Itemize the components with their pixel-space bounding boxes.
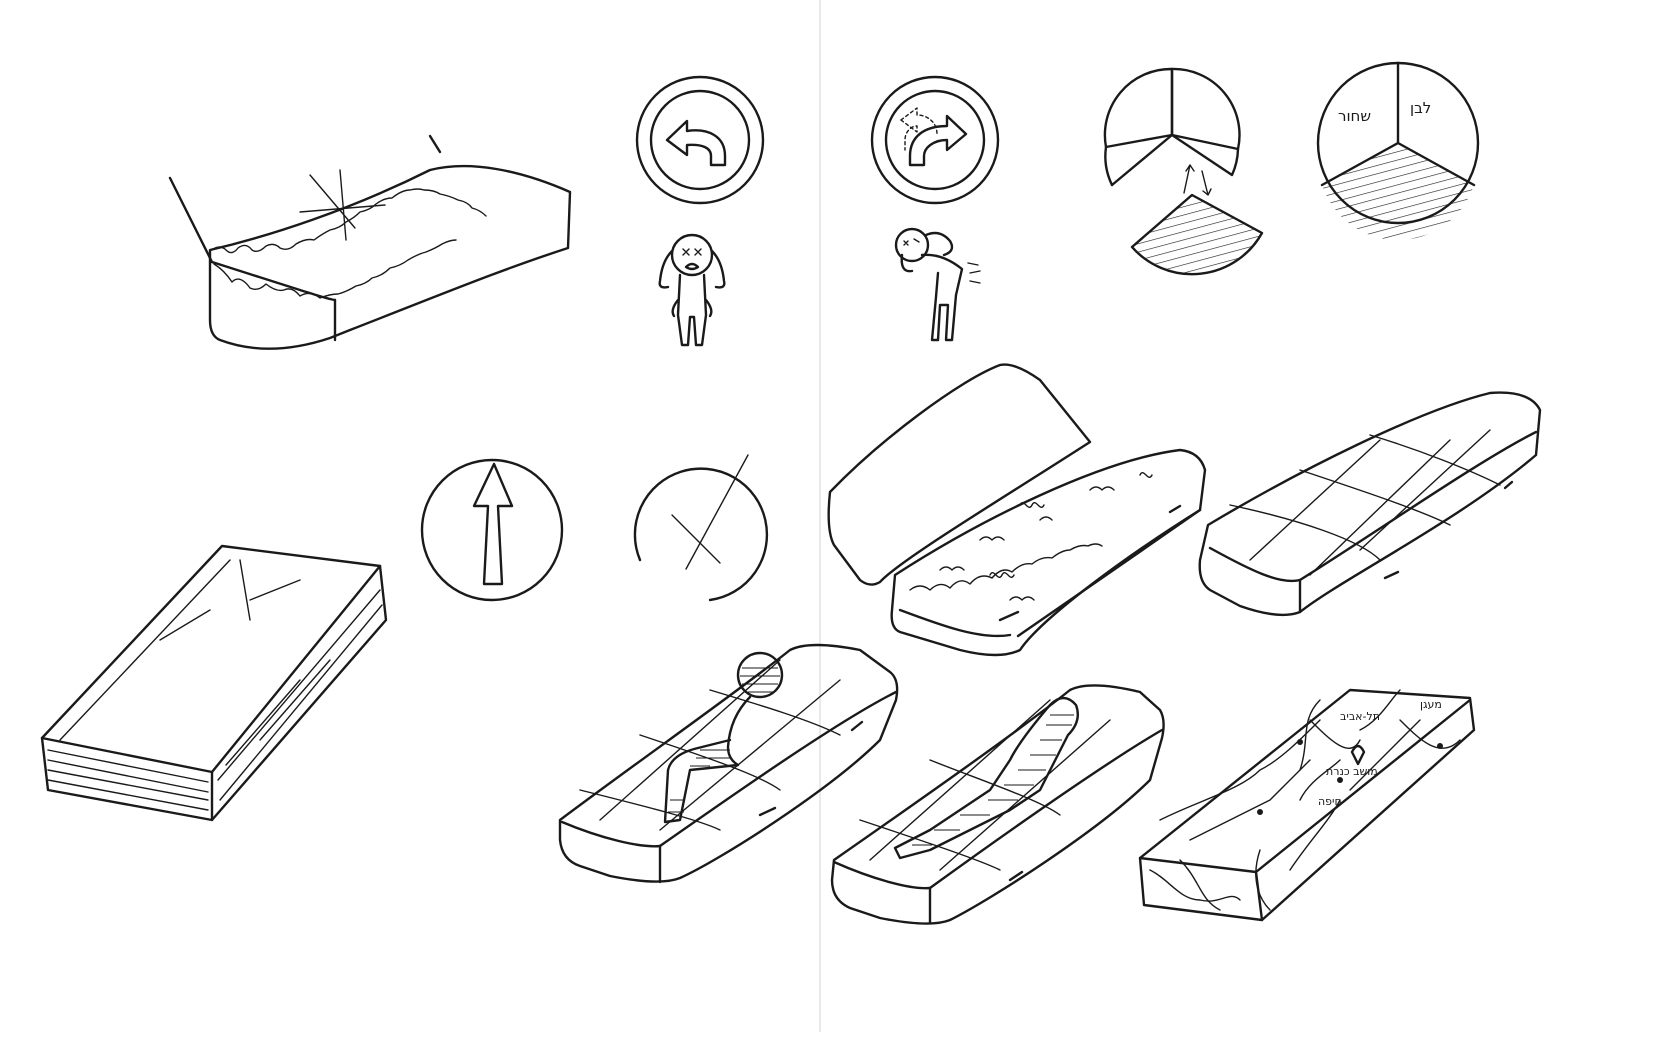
map-label-b: תל-אביב [1340, 710, 1380, 723]
pie-label-left: שחור [1338, 107, 1371, 125]
mattress-wrapped [40, 544, 388, 822]
pie-chart-icon: שחור לבן [1316, 61, 1480, 241]
undo-sign-icon [635, 75, 765, 205]
map-label-a: מעגן [1420, 698, 1442, 711]
map-label-d: חיפה [1318, 795, 1342, 808]
mattress-sitting-figure [558, 643, 899, 884]
backache-figure-icon [894, 227, 981, 342]
mattress-tufted [1198, 391, 1542, 617]
mattress-map: מעגן תל-אביב מושב כנרת חיפה [1138, 688, 1476, 922]
pie-slice-removed-icon [1103, 67, 1264, 276]
map-label-c: מושב כנרת [1326, 765, 1378, 778]
straight-arrow-sign-icon [420, 458, 564, 602]
pie-label-right: לבן [1410, 99, 1431, 117]
redo-sign-icon [870, 75, 1000, 205]
mattress-lying-figure [830, 684, 1165, 925]
mattress-open-stuffing [827, 363, 1207, 657]
crossed-circle-sign-icon [633, 454, 769, 602]
distressed-figure-icon [658, 233, 726, 347]
mattress-shredded-top [168, 134, 572, 350]
